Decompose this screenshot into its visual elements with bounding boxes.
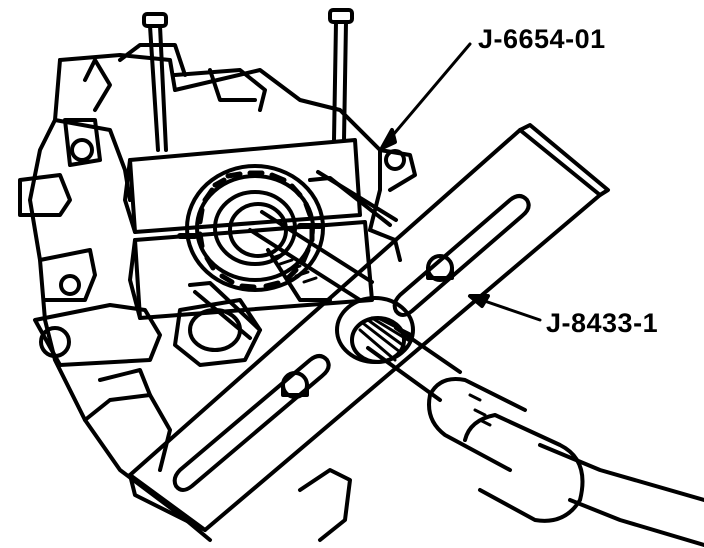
bearing bbox=[185, 164, 325, 292]
center-screw bbox=[335, 296, 462, 402]
slide-bar bbox=[128, 123, 610, 532]
guide-bolts bbox=[142, 8, 354, 152]
callout-puller-plates: J-6654-01 bbox=[478, 24, 606, 54]
callout-slide-bar: J-8433-1 bbox=[546, 308, 659, 338]
ratchet-handle bbox=[427, 377, 704, 547]
leader-lines bbox=[380, 42, 542, 322]
